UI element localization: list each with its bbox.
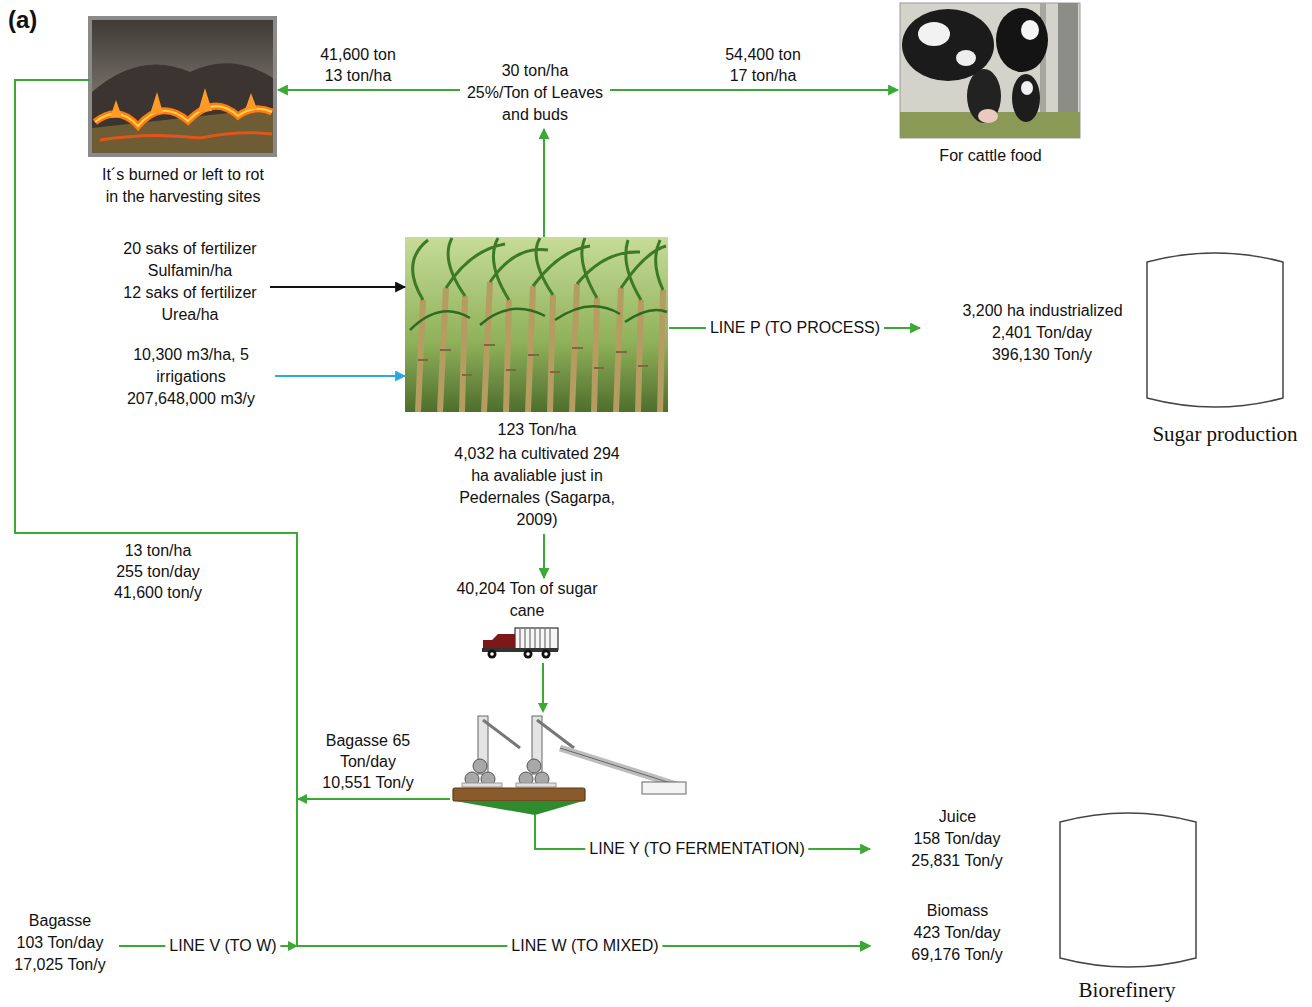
photo-caption-node: For cattle food xyxy=(898,2,1083,167)
truck-icon xyxy=(482,628,558,659)
sugar-mill-icon-part xyxy=(473,759,487,773)
flow-arrow xyxy=(270,286,405,288)
flow-arrow xyxy=(297,799,870,946)
biorefinery-tank-outline-part xyxy=(1060,813,1196,967)
truck-icon-part xyxy=(515,628,558,650)
photo-caption-node: It´s burned or left to rot in the harves… xyxy=(88,16,278,208)
node-text: 25%/Ton of Leaves and buds xyxy=(460,82,610,126)
flow-arrow xyxy=(543,534,545,578)
sugar-mill-icon-part xyxy=(455,801,583,815)
flow-label: 13 ton/ha 255 ton/day 41,600 ton/y xyxy=(112,540,204,603)
input-note: 20 saks of fertilizer Sulfamin/ha12 saks… xyxy=(118,238,262,326)
cattle-photo-part xyxy=(956,50,976,66)
sugar-mill-icon-part xyxy=(560,748,680,786)
flow-arrow xyxy=(15,80,870,946)
truck-icon-part xyxy=(526,652,530,656)
node-text: 123 Ton/ha xyxy=(437,419,637,441)
flow-label: 41,600 ton 13 ton/ha xyxy=(315,44,401,86)
node-text: 4,032 ha cultivated 294 ha avaliable jus… xyxy=(450,443,625,531)
node-text: Biomass xyxy=(870,900,1045,922)
flow-label: LINE V (TO W) xyxy=(165,936,280,956)
node-text: 103 Ton/day 17,025 Ton/y xyxy=(8,932,113,976)
sugar-mill-icon-part xyxy=(453,788,585,801)
flow-label: LINE P (TO PROCESS) xyxy=(706,318,884,338)
node-text: 3,200 ha industrialized xyxy=(920,300,1165,322)
truck-icon-part xyxy=(524,650,533,659)
node-text: 423 Ton/day 69,176 Ton/y xyxy=(907,922,1007,966)
truck-icon-part xyxy=(544,652,548,656)
sugar-mill-icon-part xyxy=(560,748,680,786)
node-text: 30 ton/ha xyxy=(460,60,610,82)
sugarcane-photo-part xyxy=(405,237,668,412)
sugarcane-photo-part xyxy=(410,306,667,330)
cattle-photo-part xyxy=(967,69,1001,123)
node-text: Bagasse xyxy=(5,910,115,932)
cattle-photo-part xyxy=(1021,81,1033,95)
sugarcane-photo-part xyxy=(413,238,666,300)
cattle-photo-part xyxy=(996,8,1048,72)
sugar-tank-outline-part xyxy=(1147,253,1283,407)
sugar-mill-icon xyxy=(453,716,686,815)
truck-icon-part xyxy=(542,650,551,659)
node-text: Juice xyxy=(870,806,1045,828)
sugar-mill-icon-part xyxy=(527,759,541,773)
cattle-photo-part xyxy=(900,3,1080,138)
transport-node: 40,204 Ton of sugar cane xyxy=(440,578,690,813)
node-text: It´s burned or left to rot in the harves… xyxy=(97,164,269,208)
node-text: Sugar production xyxy=(1145,421,1305,447)
cattle-photo-part xyxy=(918,22,950,46)
burning-field-photo xyxy=(90,18,275,155)
flow-split-node: 30 ton/ha25%/Ton of Leaves and buds xyxy=(460,60,610,126)
flow-label: Bagasse 65 Ton/day 10,551 Ton/y xyxy=(320,730,416,793)
line-label: LINE W (TO MIXED) xyxy=(507,936,662,956)
node-text: 2,401 Ton/day 396,130 Ton/y xyxy=(982,322,1102,366)
truck-icon-part xyxy=(520,629,550,649)
node-text: 12 saks of fertilizer Urea/ha xyxy=(118,282,262,326)
truck-icon-part xyxy=(483,634,515,650)
truck-icon-part xyxy=(490,652,494,656)
flow-arrow xyxy=(543,129,545,237)
tank-node: 3,200 ha industrialized2,401 Ton/day 396… xyxy=(920,300,1305,447)
burning-field-photo-part xyxy=(110,88,257,118)
sugarcane-photo xyxy=(405,237,668,412)
node-text: 10,300 m3/ha, 5 irrigations 207,648,000 … xyxy=(115,344,267,410)
truck-icon-part xyxy=(488,650,497,659)
flow-label: LINE Y (TO FERMENTATION) xyxy=(585,839,808,859)
tank-node: Juice158 Ton/day 25,831 Ton/yBiomass423 … xyxy=(870,806,1300,1002)
sugarcane-photo-part xyxy=(418,282,663,412)
sugar-mill-icon-part xyxy=(516,783,556,787)
flow-arrow xyxy=(275,375,405,377)
flow-label: 54,400 ton 17 ton/ha xyxy=(720,44,806,86)
stock-node: Bagasse103 Ton/day 17,025 Ton/y xyxy=(5,910,115,976)
node-text: Biorefinery xyxy=(1047,978,1207,1002)
sugar-mill-icon-part xyxy=(642,782,686,794)
sugarcane-photo-part xyxy=(418,345,648,375)
flow-arrow xyxy=(278,89,460,91)
burning-field-photo-part xyxy=(92,63,273,153)
cattle-photo-part xyxy=(978,109,998,123)
sugar-mill-icon-part xyxy=(483,720,574,748)
flow-arrow xyxy=(610,89,898,91)
transport-arrow xyxy=(538,663,548,713)
node-text: 158 Ton/day 25,831 Ton/y xyxy=(907,828,1007,872)
photo-caption-node: 123 Ton/ha4,032 ha cultivated 294 ha ava… xyxy=(405,237,669,531)
cattle-photo xyxy=(900,3,1080,138)
burning-field-photo-part xyxy=(100,133,272,140)
node-text: 40,204 Ton of sugar cane xyxy=(447,578,607,622)
transport-arrow-part xyxy=(542,663,544,704)
panel-letter: (a) xyxy=(8,6,37,34)
burning-field-photo-part xyxy=(90,18,275,155)
transport-arrow-part xyxy=(538,703,548,713)
cattle-photo-part xyxy=(1012,74,1040,122)
sugar-mill-icon-part xyxy=(462,783,502,787)
sugar-tank-outline xyxy=(1147,253,1283,407)
node-text: For cattle food xyxy=(903,145,1078,167)
input-note: 10,300 m3/ha, 5 irrigations 207,648,000 … xyxy=(115,344,267,410)
node-text: 20 saks of fertilizer Sulfamin/ha xyxy=(118,238,262,282)
cattle-photo-part xyxy=(1021,20,1039,40)
biorefinery-tank-outline xyxy=(1060,813,1196,967)
